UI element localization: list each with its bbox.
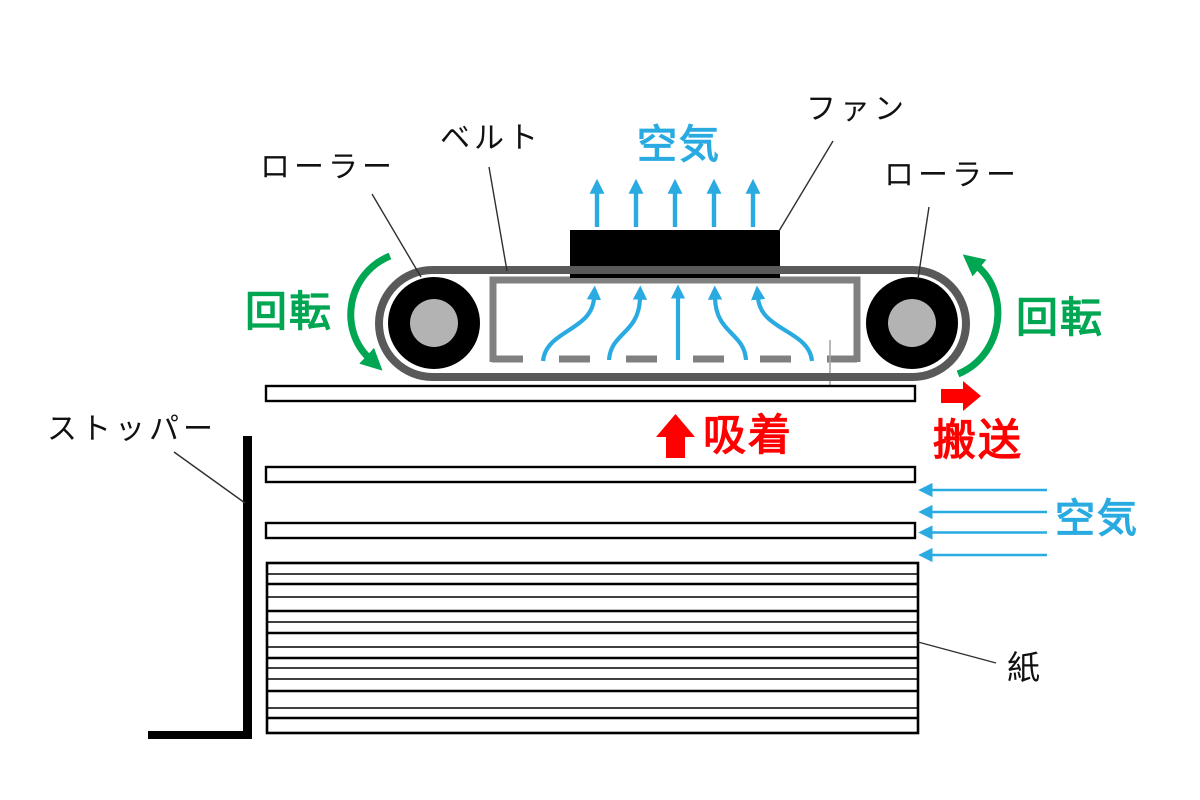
airflow-curve-icon: [707, 285, 749, 361]
leader-paper: [917, 641, 997, 664]
label-transport: 搬送: [933, 417, 1023, 465]
belt-loop: [375, 266, 970, 381]
roller-left-axle: [410, 299, 458, 347]
label-air-top: 空気: [637, 123, 721, 167]
airflow-curve-icon: [751, 285, 815, 362]
label-air-side: 空気: [1055, 497, 1139, 541]
roller-right-axle: [888, 299, 936, 347]
leader-lines: [173, 140, 997, 664]
leader-fan: [778, 140, 834, 232]
label-paper: 紙: [1007, 649, 1044, 686]
label-rotation-left: 回転: [245, 288, 334, 335]
separation-air-arrows: [918, 482, 1047, 563]
rotation-arrow-right-icon: [956, 254, 1002, 378]
leader-stopper: [173, 451, 246, 504]
stopper-bracket: [148, 436, 252, 739]
leader-belt: [488, 166, 508, 272]
suction-airflow-arrows: [540, 284, 815, 362]
transport-right-arrow-icon: [941, 381, 981, 411]
paper-stack-sheets: [267, 573, 918, 720]
airflow-curve-icon: [606, 285, 648, 361]
suction-up-arrow-icon: [656, 414, 695, 458]
label-belt: ベルト: [440, 122, 542, 155]
paper-sheet-top: [264, 384, 917, 403]
label-suction: 吸着: [703, 412, 793, 460]
airflow-curve-icon: [540, 285, 602, 362]
label-rotation-right: 回転: [1016, 294, 1105, 341]
paper-sheet-middle: [264, 465, 917, 484]
leader-roller-left: [371, 193, 422, 278]
label-roller-right: ローラー: [884, 159, 1020, 192]
paper-sheet-lower: [264, 521, 917, 540]
leader-roller-right: [917, 206, 930, 280]
exhaust-air-arrows: [589, 178, 761, 227]
suction-box-outline: [489, 276, 861, 362]
paper-stack: [265, 561, 920, 735]
rotation-arrow-left-icon: [347, 252, 392, 371]
label-roller-left: ローラー: [260, 151, 396, 184]
label-stopper: ストッパー: [47, 413, 217, 446]
label-fan: ファン: [806, 93, 908, 126]
